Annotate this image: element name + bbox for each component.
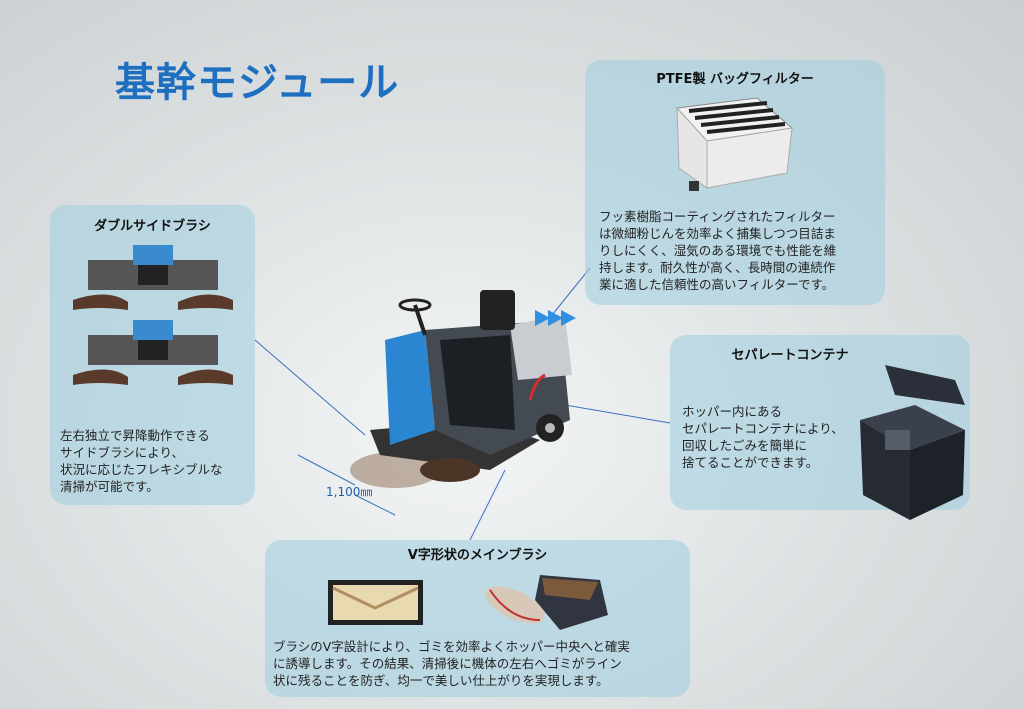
panel-text: ホッパー内にある セパレートコンテナにより、 回収したごみを簡単に 捨てることが… [682,404,844,470]
panel-text: ブラシのV字設計により、ゴミを効率よくホッパー中央へと確実 に誘導します。その結… [273,639,630,688]
panel-v-main-brush: V字形状のメインブラシ ブラシのV字設計により、ゴミを効率よくホッパー中央へと確… [265,540,690,697]
v-brush-image [328,580,423,625]
side-brush-image [73,245,233,385]
panel-heading: ダブルサイドブラシ [94,219,211,234]
panel-heading: セパレートコンテナ [731,348,849,363]
panel-double-side-brush: ダブルサイドブラシ 左右独立で昇降動作できる サイドブラシにより、 状況に応じた… [50,205,255,505]
separate-container-image [860,365,965,520]
panel-ptfe-bag-filter: PTFE製 バッグフィルター フッ素樹脂コーティングされたフィルター は微細粉じ… [585,60,885,305]
width-dimension-label: 1,100㎜ [326,485,373,499]
sweeper-machine-image [350,290,576,488]
hopper-debris-image [485,575,608,630]
panel-heading: PTFE製 バッグフィルター [656,72,814,87]
panel-text: フッ素樹脂コーティングされたフィルター は微細粉じんを効率よく捕集しつつ目詰ま … [599,209,837,292]
panel-heading: V字形状のメインブラシ [407,548,548,563]
bag-filter-image [675,97,794,191]
page-title: 基幹モジュール [115,60,400,106]
panel-text: 左右独立で昇降動作できる サイドブラシにより、 状況に応じたフレキシブルな 清掃… [60,428,223,494]
